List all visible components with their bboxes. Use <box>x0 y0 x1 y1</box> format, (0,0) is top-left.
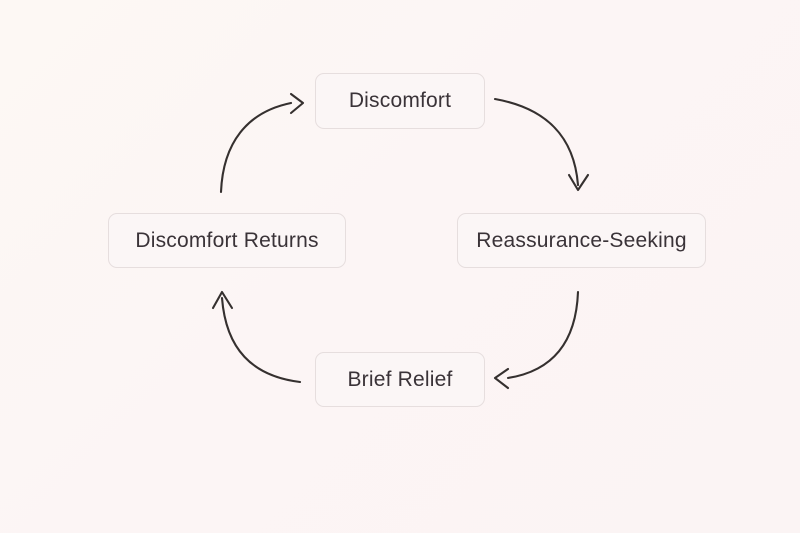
node-reassurance-seeking[interactable]: Reassurance-Seeking <box>457 213 706 268</box>
node-discomfort-returns[interactable]: Discomfort Returns <box>108 213 346 268</box>
node-reassurance-seeking-label: Reassurance-Seeking <box>476 228 687 252</box>
node-discomfort-label: Discomfort <box>348 89 452 112</box>
arrow-returns-to-discomfort <box>219 92 305 194</box>
arrow-reassurance-to-relief <box>493 290 580 390</box>
node-brief-relief[interactable]: Brief Relief <box>315 352 485 407</box>
node-brief-relief-label: Brief Relief <box>347 367 453 391</box>
node-discomfort[interactable]: Discomfort <box>315 73 485 129</box>
node-discomfort-returns-label: Discomfort Returns <box>135 228 319 252</box>
arrow-discomfort-to-reassurance <box>493 97 590 192</box>
arrow-relief-to-returns <box>211 290 302 384</box>
